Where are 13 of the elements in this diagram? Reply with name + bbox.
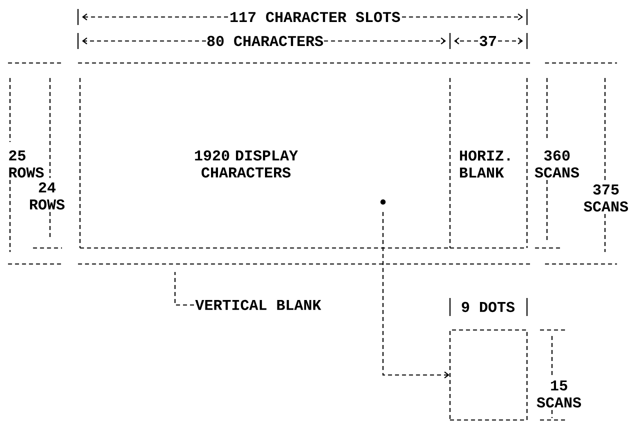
leader-line [174,272,194,306]
arrow [382,212,450,378]
dimension-label: 80 CHARACTERS [207,36,324,46]
dimension-label: 9 DOTS [462,302,515,312]
dimension-label: 117 CHARACTER SLOTS [230,12,400,22]
dimension-label: 37 [480,36,496,46]
blank-label: VERTICAL BLANK [195,300,322,310]
dimension-label: 24 ROWS [30,182,65,210]
dimension-label: 375 SCANS [584,184,628,212]
display-area: 1920 DISPLAY CHARACTERS [79,78,450,249]
dimension-label: 25 ROWS [9,150,44,178]
character-cell-box [449,329,528,421]
blank-area: HORIZ. BLANK [449,78,528,249]
